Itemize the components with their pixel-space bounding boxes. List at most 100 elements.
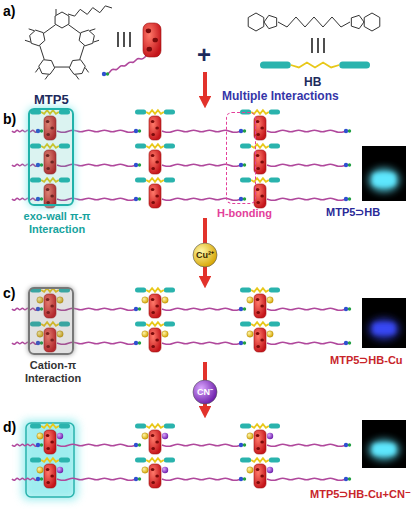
hydrazide-head: [348, 477, 351, 480]
hydrazide-head: [239, 163, 243, 167]
photo-ground: [362, 298, 406, 348]
alkyl-chain: [162, 478, 241, 480]
pillar-dot: [151, 188, 155, 191]
alkyl-linker: [146, 288, 164, 292]
panel-letter: a): [3, 4, 15, 19]
alkyl-linker: [146, 322, 164, 326]
alkyl-chain: [162, 444, 241, 446]
ion-ball: Cu²⁺: [192, 242, 218, 268]
hydrazide-head: [348, 307, 351, 310]
benzene-ring: [39, 60, 55, 75]
alkyl-linker: [251, 178, 269, 182]
methoxy-group: [35, 68, 39, 73]
pillar-arene: [149, 430, 161, 454]
pillar-dot: [50, 440, 54, 443]
ion-ball: CN⁻: [192, 379, 218, 405]
hydrazide-head: [348, 163, 351, 166]
benzimidazole-end: [240, 178, 251, 183]
photo-ground: [362, 146, 406, 201]
pillar-dot: [260, 160, 264, 163]
alkyl-chain: [162, 198, 241, 200]
pillar-dot: [260, 304, 264, 307]
glow-box: [22, 420, 78, 500]
pillar-arene: [254, 464, 266, 488]
alkyl-chain: [12, 478, 38, 480]
hydrazide-head: [134, 307, 138, 311]
hydrazide-head: [134, 129, 138, 133]
benzene-ring: [55, 12, 69, 28]
hydrazide-head: [243, 129, 246, 132]
pillar-dot: [256, 188, 260, 191]
copper-ion: [142, 433, 148, 439]
hydrazide-head: [344, 477, 348, 481]
benzimidazole-end: [260, 62, 291, 69]
alkyl-linker: [146, 178, 164, 182]
compound-name: MTP5: [34, 93, 69, 107]
equivalence-mark: [129, 32, 131, 47]
panel-letter: d): [3, 420, 16, 435]
pillar-dot: [50, 474, 54, 477]
pillar-dot: [256, 120, 260, 123]
panel-letter: c): [3, 286, 15, 301]
benzene-ring: [69, 60, 85, 75]
pillar-dot: [260, 194, 264, 197]
alkyl-linker: [251, 144, 269, 148]
pillar-dot: [46, 468, 50, 471]
benzimidazole-end: [269, 458, 280, 463]
compound-name: HB: [304, 76, 321, 89]
chemical-structures: [25, 6, 380, 80]
h-bond-box: H-bonding: [226, 112, 256, 204]
hydrazide-head: [134, 197, 138, 201]
pillar-dot: [151, 481, 155, 484]
fluorescence-glow: [369, 319, 399, 339]
benzene-ring: [364, 13, 380, 31]
benzimidazole-end: [269, 424, 280, 429]
hydrazide-head: [138, 307, 141, 310]
interaction-label: Cation-π Interaction: [8, 359, 98, 384]
benzimidazole-end: [240, 322, 251, 327]
pillar-arene: [149, 328, 161, 352]
alkyl-chain: [162, 342, 241, 344]
pillar-dot: [155, 474, 159, 477]
alkyl-chain: [267, 478, 346, 480]
ion-label: Cu²⁺: [196, 250, 214, 260]
alkyl-chain: [12, 444, 38, 446]
copper-ion: [142, 331, 148, 337]
hydrazide-head: [138, 443, 141, 446]
pillar-dot: [151, 345, 155, 348]
pillar-dot: [155, 160, 159, 163]
benzene-ring: [248, 13, 264, 31]
equivalence-mark: [117, 32, 119, 47]
fluorescence-core: [373, 323, 395, 334]
benzimidazole-end: [135, 424, 146, 429]
alkyl-linker: [41, 424, 59, 428]
pillar-arene: [44, 430, 56, 454]
imidazole-ring: [351, 15, 364, 28]
pillar-dot: [151, 311, 155, 314]
alkyl-chain: [267, 198, 346, 200]
benzimidazole-end: [269, 178, 280, 183]
benzimidazole-end: [339, 62, 370, 69]
ion-ball: [193, 380, 217, 404]
hydrazide-head: [239, 307, 243, 311]
pi-interaction-box: exo-wall π-π Interaction: [28, 108, 74, 206]
copper-ion: [247, 297, 253, 303]
hydrazide-head: [348, 197, 351, 200]
pillar-dot: [256, 311, 260, 314]
benzimidazole-end: [269, 322, 280, 327]
benzimidazole-end: [269, 110, 280, 115]
methoxy-group: [90, 29, 96, 31]
pillar-dot: [256, 468, 260, 471]
fluorescence-glow: [369, 169, 399, 191]
label-holder: Cation-π Interaction: [8, 359, 98, 384]
pillar-dot: [256, 133, 260, 136]
alkyl-chain: [162, 308, 241, 310]
pillar-dot: [151, 447, 155, 450]
alkyl-chain: [57, 478, 136, 480]
alkyl-chain: [267, 130, 346, 132]
complex-name: MTP5⊃HB: [326, 206, 380, 218]
pillar-dot: [155, 338, 159, 341]
hydrazide-head: [102, 72, 106, 76]
photo-ground: [362, 420, 406, 468]
alkyl-chain: [162, 164, 241, 166]
